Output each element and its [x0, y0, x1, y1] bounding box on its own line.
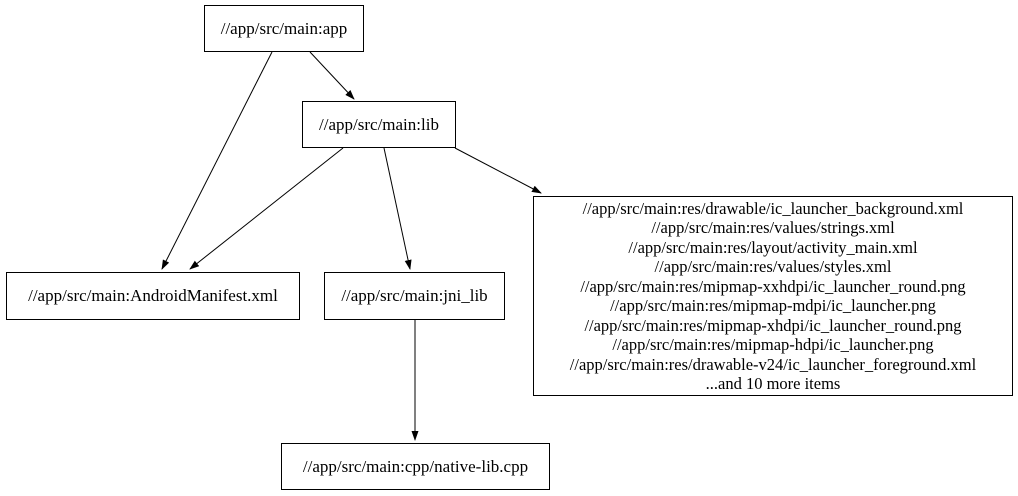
node-android-manifest: //app/src/main:AndroidManifest.xml	[6, 272, 300, 320]
node-android-manifest-label: //app/src/main:AndroidManifest.xml	[28, 286, 278, 306]
res-group-line: //app/src/main:res/drawable-v24/ic_launc…	[569, 354, 977, 374]
node-lib-label: //app/src/main:lib	[319, 114, 439, 134]
node-app-label: //app/src/main:app	[220, 18, 348, 38]
node-native-lib-cpp: //app/src/main:cpp/native-lib.cpp	[281, 443, 550, 490]
res-group-line: //app/src/main:res/mipmap-hdpi/ic_launch…	[612, 335, 934, 354]
res-group-more-items-line: ...and 10 more items	[705, 374, 841, 393]
res-group-line: //app/src/main:res/mipmap-xxhdpi/ic_laun…	[580, 276, 966, 296]
res-group-line: //app/src/main:res/layout/activity_main.…	[628, 237, 918, 257]
res-group-line: //app/src/main:res/values/strings.xml	[651, 218, 895, 237]
edge-app-to-lib	[309, 51, 355, 100]
res-group-line: //app/src/main:res/mipmap-mdpi/ic_launch…	[610, 296, 936, 315]
node-jni-lib: //app/src/main:jni_lib	[324, 272, 505, 320]
edge-lib-to-res-group	[454, 147, 542, 194]
edge-lib-to-jni-lib	[383, 147, 412, 270]
node-res-group: //app/src/main:res/drawable/ic_launcher_…	[533, 196, 1013, 396]
res-group-line: //app/src/main:res/drawable/ic_launcher_…	[582, 198, 964, 218]
node-lib: //app/src/main:lib	[302, 101, 456, 148]
node-app: //app/src/main:app	[204, 5, 364, 52]
node-jni-lib-label: //app/src/main:jni_lib	[341, 286, 488, 306]
node-native-lib-cpp-label: //app/src/main:cpp/native-lib.cpp	[302, 456, 529, 476]
res-group-line: //app/src/main:res/values/styles.xml	[654, 257, 892, 276]
res-group-line: //app/src/main:res/mipmap-xhdpi/ic_launc…	[584, 315, 962, 335]
edge-lib-to-android-manifest	[189, 147, 344, 270]
edge-app-to-android-manifest	[161, 51, 273, 270]
